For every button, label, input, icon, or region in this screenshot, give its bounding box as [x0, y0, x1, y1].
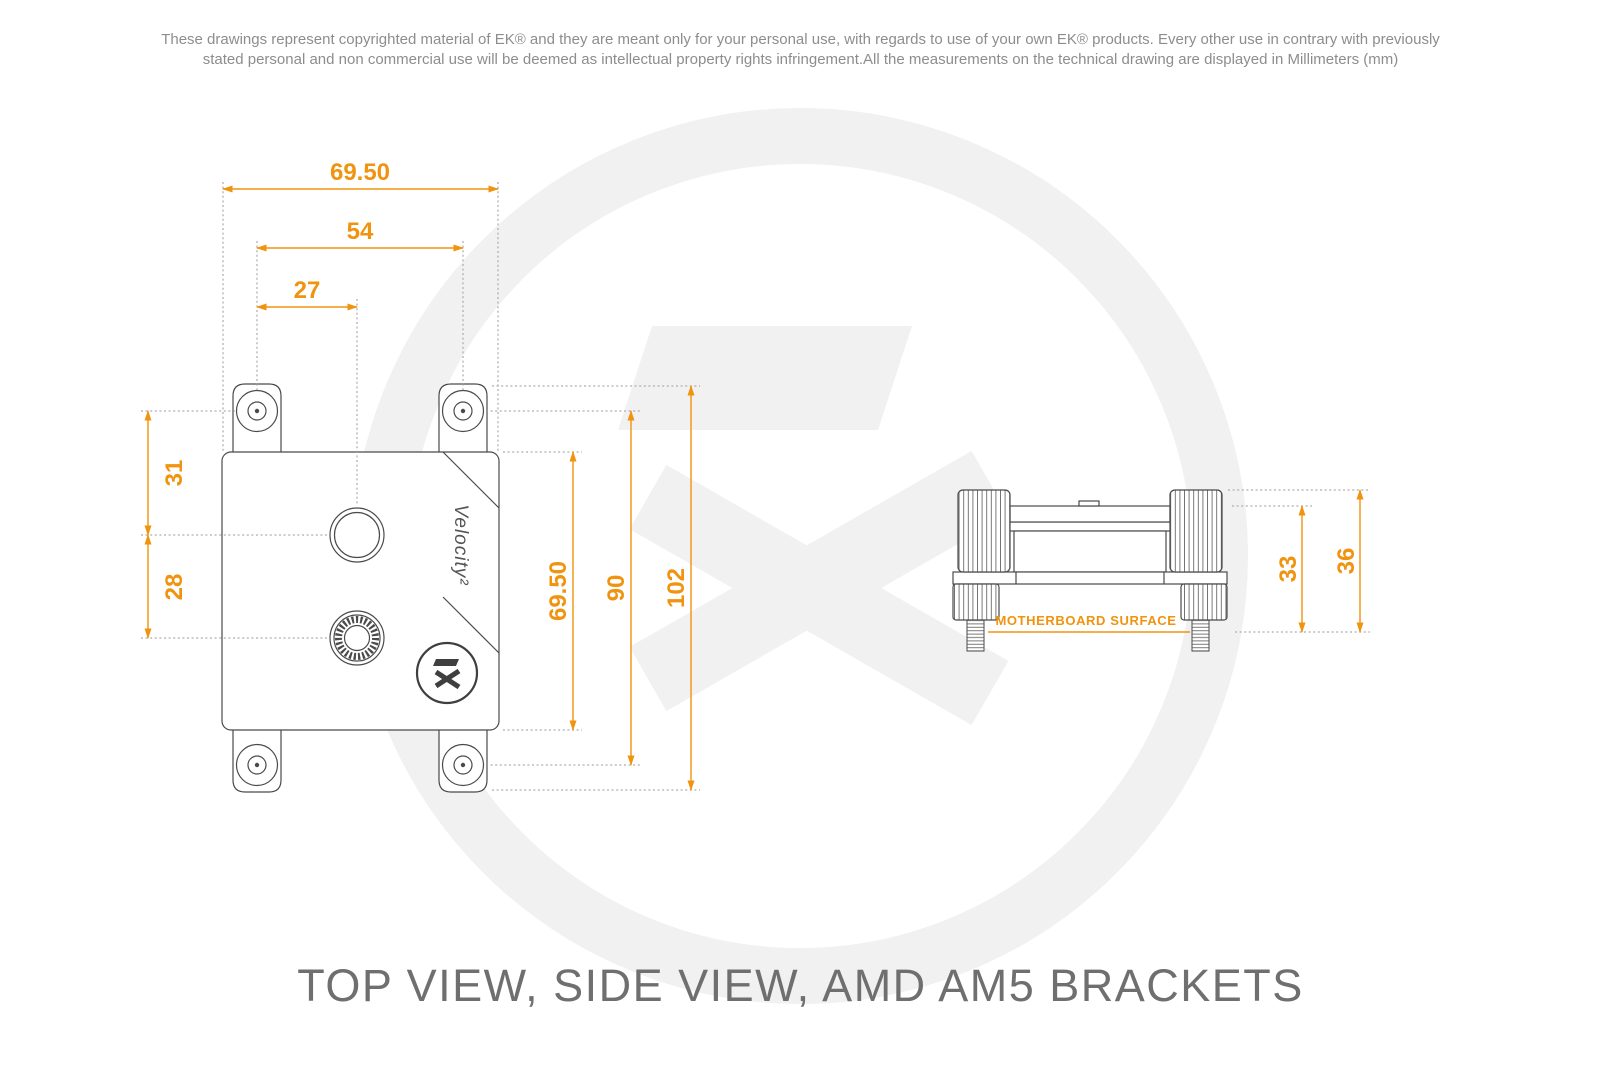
watermark-k-stroke	[629, 450, 1009, 712]
mounting-tab-bottom-right	[438, 730, 488, 793]
dim-label: 54	[347, 218, 374, 245]
thumbscrew-left	[957, 489, 1011, 573]
dim-label: 102	[663, 568, 690, 608]
motherboard-surface-label: MOTHERBOARD SURFACE	[995, 613, 1176, 628]
dim-right-block-height: 69.50	[503, 451, 582, 731]
drawing-title: TOP VIEW, SIDE VIEW, AMD AM5 BRACKETS	[297, 960, 1304, 1011]
bracket-top-plate	[1009, 505, 1171, 523]
side-view: MOTHERBOARD SURFACE 33 36	[952, 489, 1370, 652]
dim-label: 69.50	[330, 159, 390, 186]
dim-label: 36	[1333, 548, 1360, 575]
inlet-port	[329, 507, 385, 563]
screw-thread-left	[966, 619, 985, 652]
dim-top-mount-holes: 54	[256, 218, 464, 390]
disclaimer-line-2: stated personal and non commercial use w…	[202, 51, 1399, 68]
dim-top-width-outer: 69.50	[222, 159, 499, 452]
dim-label: 27	[294, 277, 321, 304]
dim-side-overall-height: 36	[1228, 489, 1370, 633]
dim-right-overall: 102	[492, 385, 700, 791]
ek-badge-e-bar	[433, 659, 459, 666]
standoff-nut-left	[952, 583, 1000, 621]
dim-right-hole-spacing: 90	[486, 410, 640, 766]
dim-left-lower: 28	[141, 534, 328, 639]
top-view: Velocity² 69.50 54	[141, 159, 700, 793]
dim-label: 28	[161, 574, 188, 601]
thumbscrew-right	[1169, 489, 1223, 573]
outlet-port	[329, 610, 385, 666]
copyright-disclaimer: These drawings represent copyrighted mat…	[0, 30, 1601, 70]
dim-label: 69.50	[545, 561, 572, 621]
disclaimer-line-1: These drawings represent copyrighted mat…	[161, 31, 1440, 48]
mounting-tab-bottom-left	[232, 730, 282, 793]
dim-side-plate-height: 33	[1232, 505, 1370, 633]
block-side-body	[1013, 530, 1167, 573]
standoff-nut-right	[1180, 583, 1228, 621]
dim-label: 90	[603, 575, 630, 602]
bracket-top-notch	[1078, 500, 1100, 507]
bracket-mid-plate	[1003, 521, 1177, 532]
watermark-e-bar	[618, 326, 912, 430]
ek-badge	[415, 641, 479, 705]
dim-top-port-offset: 27	[256, 277, 358, 506]
logo-strip	[442, 451, 500, 654]
screw-thread-right	[1191, 619, 1210, 652]
dim-left-upper: 31	[141, 410, 328, 536]
mounting-plate	[952, 571, 1228, 585]
dim-label: 33	[1275, 556, 1302, 583]
dim-label: 31	[161, 460, 188, 487]
product-logo-text: Velocity²	[450, 504, 471, 585]
mounting-tab-top-left	[232, 383, 282, 452]
ek-badge-k-stroke	[434, 668, 461, 689]
mounting-tab-top-right	[438, 383, 488, 452]
